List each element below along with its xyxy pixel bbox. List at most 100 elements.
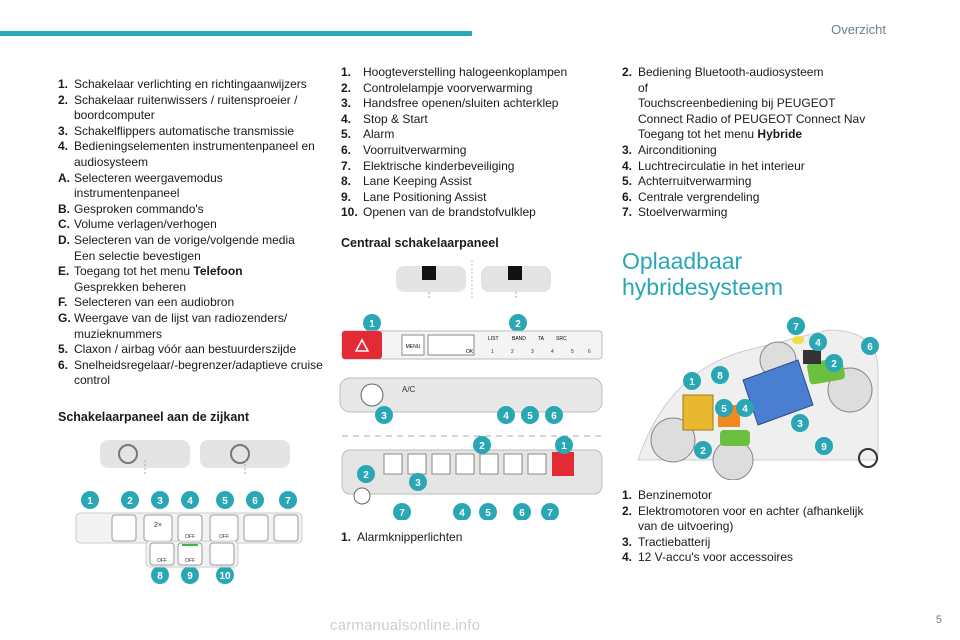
- hybrid-system-figure: 7 4 6 2 8 1 5 4 3 2 9: [637, 317, 879, 480]
- callout-badge: 7 4 6 2 8 1 5 4 3 2 9: [683, 317, 879, 459]
- svg-text:4: 4: [503, 411, 509, 422]
- list-item: 4.12 V-accu's voor accessoires: [622, 550, 794, 565]
- page-number: 5: [935, 614, 942, 626]
- list-item: G.Weergave van de lijst van radiozenders…: [58, 310, 288, 341]
- svg-text:8: 8: [157, 571, 163, 582]
- svg-text:OFF: OFF: [219, 534, 229, 540]
- center-panel-heading: Centraal schakelaarpaneel: [341, 236, 499, 250]
- svg-text:4: 4: [459, 508, 465, 519]
- list-item: 7.Elektrische kinderbeveiliging: [341, 158, 515, 173]
- list-item: 1.Schakelaar verlichting en richtingaanw…: [58, 77, 307, 91]
- svg-text:1: 1: [491, 349, 494, 355]
- svg-text:1: 1: [87, 496, 93, 507]
- svg-text:1: 1: [689, 377, 695, 388]
- svg-text:2: 2: [515, 319, 521, 330]
- list-item: 5.Claxon / airbag vóór aan bestuurderszi…: [58, 342, 297, 357]
- svg-text:8: 8: [717, 371, 723, 382]
- svg-text:OFF: OFF: [157, 558, 167, 564]
- list-item: 3.Handsfree openen/sluiten achterklep: [341, 96, 559, 111]
- hybrid-heading: Oplaadbaar hybridesysteem: [622, 248, 784, 300]
- svg-text:4: 4: [551, 349, 554, 355]
- svg-text:MENU: MENU: [406, 344, 421, 350]
- svg-text:5: 5: [721, 404, 727, 415]
- svg-text:6: 6: [252, 496, 258, 507]
- svg-text:OK: OK: [466, 349, 474, 355]
- svg-text:6: 6: [588, 349, 591, 355]
- svg-text:5: 5: [222, 496, 228, 507]
- svg-text:2: 2: [831, 359, 837, 370]
- list-item: 4.Stop & Start: [341, 111, 428, 126]
- svg-text:9: 9: [821, 442, 827, 453]
- svg-text:TA: TA: [538, 336, 545, 342]
- col2-list: 1.Hoogteverstelling halogeenkoplampen 2.…: [341, 65, 611, 221]
- center-panel-figure: 1 2 MENU LIST BAND TA SRC OK 1 2 3 4 5 6…: [339, 260, 603, 520]
- side-panel-heading: Schakelaarpaneel aan de zijkant: [58, 410, 250, 424]
- svg-text:3: 3: [415, 478, 421, 489]
- list-item: 4.Bedieningselementen instrumentenpaneel…: [58, 139, 315, 169]
- hybrid-list: 1.Benzinemotor 2.Elektromotoren voor en …: [622, 488, 882, 566]
- list-item: 6.Centrale vergrendeling: [622, 189, 760, 204]
- list-item: 10.Openen van de brandstofvulklep: [341, 205, 536, 220]
- list-item: B.Gesproken commando's: [58, 201, 204, 216]
- list-item: C.Volume verlagen/verhogen: [58, 217, 217, 232]
- center-caption: 1.Alarmknipperlichten: [341, 530, 601, 546]
- svg-text:1: 1: [561, 441, 567, 452]
- svg-text:6: 6: [519, 508, 525, 519]
- list-item: D.Selecteren van de vorige/volgende medi…: [58, 232, 295, 263]
- list-item: 5.Alarm: [341, 127, 395, 142]
- svg-text:5: 5: [485, 508, 491, 519]
- callout-badge: 1 2: [363, 314, 527, 332]
- callout-badge: 2 1 2 3 7 4 5 6 7: [357, 436, 573, 520]
- watermark: carmanualsonline.info: [330, 617, 481, 634]
- list-item: 6.Voorruitverwarming: [341, 142, 467, 157]
- svg-text:SRC: SRC: [556, 336, 567, 342]
- svg-text:3: 3: [157, 496, 163, 507]
- svg-text:4: 4: [815, 338, 821, 349]
- svg-text:LIST: LIST: [488, 336, 499, 342]
- svg-text:3: 3: [531, 349, 534, 355]
- svg-text:BAND: BAND: [512, 336, 526, 342]
- list-item: 2.Elektromotoren voor en achter (afhanke…: [622, 503, 864, 534]
- svg-text:4: 4: [187, 496, 193, 507]
- svg-text:4: 4: [742, 404, 748, 415]
- svg-text:2: 2: [511, 349, 514, 355]
- list-item: A.Selecteren weergavemodus instrumentenp…: [58, 170, 223, 201]
- list-item: 1.Benzinemotor: [622, 488, 713, 502]
- list-item: F.Selecteren van een audiobron: [58, 295, 235, 310]
- svg-text:1: 1: [369, 319, 375, 330]
- list-item: 5.Achterruitverwarming: [622, 174, 752, 189]
- list-item: 2.Schakelaar ruitenwissers / ruitensproe…: [58, 92, 298, 123]
- list-item: 9.Lane Positioning Assist: [341, 189, 487, 204]
- svg-text:9: 9: [187, 571, 193, 582]
- svg-text:7: 7: [547, 508, 553, 519]
- list-item: 6.Snelheidsregelaar/-begrenzer/adaptieve…: [58, 357, 323, 388]
- list-item: 7.Stoelverwarming: [622, 205, 728, 220]
- svg-text:OFF: OFF: [185, 534, 195, 540]
- list-item: 4.Luchtrecirculatie in het interieur: [622, 158, 805, 173]
- svg-text:2: 2: [363, 470, 369, 481]
- list-item: 1.Hoogteverstelling halogeenkoplampen: [341, 65, 568, 79]
- svg-text:7: 7: [285, 496, 291, 507]
- svg-text:7: 7: [793, 322, 799, 333]
- section-title: Overzicht: [831, 22, 886, 37]
- list-item: 2.Controlelampje voorverwarming: [341, 80, 533, 95]
- side-panel-figure: 1 2 3 4 5 6 7 8 9 10 2× OFF OFF OFF OFF: [75, 440, 303, 584]
- svg-text:2: 2: [700, 446, 706, 457]
- header-accent-bar: [0, 31, 472, 36]
- col1-list: 1.Schakelaar verlichting en richtingaanw…: [58, 77, 324, 389]
- svg-text:2: 2: [479, 441, 485, 452]
- callout-badge: 1 2 3 4 5 6 7 8 9 10: [81, 491, 297, 584]
- svg-text:3: 3: [381, 411, 387, 422]
- svg-text:6: 6: [551, 411, 557, 422]
- svg-text:7: 7: [399, 508, 405, 519]
- svg-text:A/C: A/C: [402, 385, 416, 394]
- svg-text:10: 10: [219, 571, 231, 582]
- list-item: 3.Schakelflippers automatische transmiss…: [58, 123, 295, 138]
- list-item: 3.Airconditioning: [622, 142, 717, 157]
- svg-text:2: 2: [127, 496, 133, 507]
- svg-text:OFF: OFF: [185, 558, 195, 564]
- list-item: 1.Alarmknipperlichten: [341, 530, 463, 544]
- callout-badge: 3 4 5 6: [375, 406, 563, 424]
